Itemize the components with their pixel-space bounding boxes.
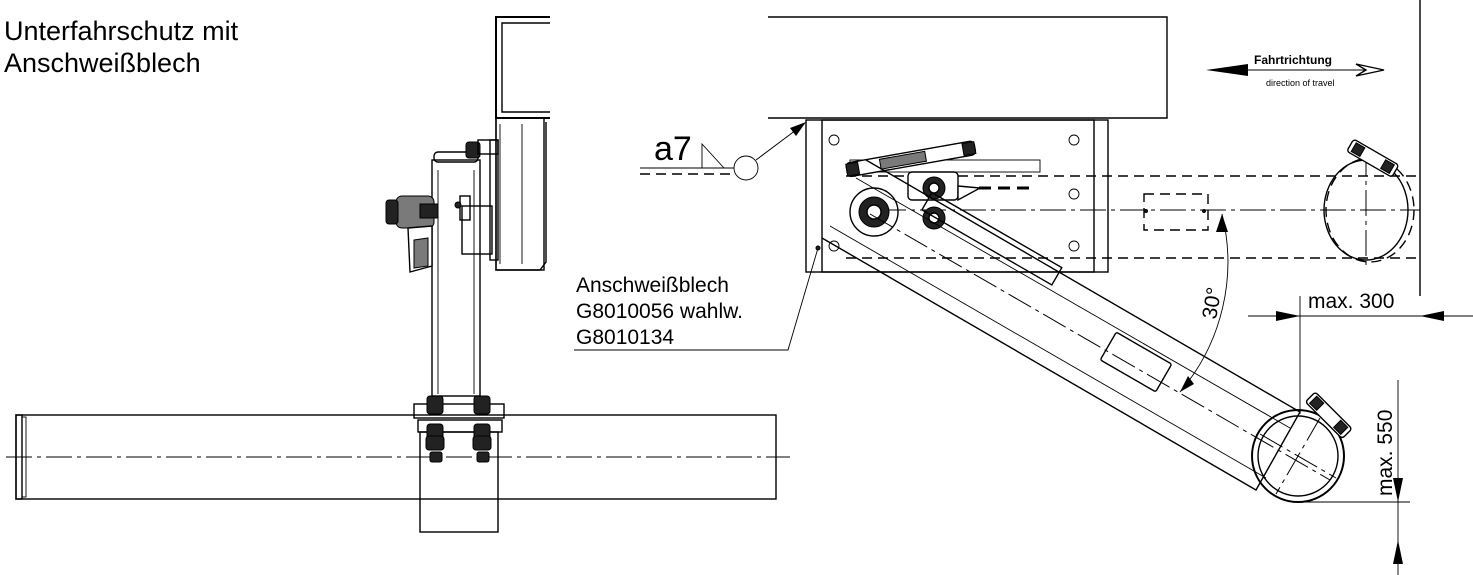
weld-symbol-label: a7 — [654, 130, 692, 168]
drawing-title-line-2: Anschweißblech — [4, 48, 201, 78]
swung-arm — [821, 159, 1331, 491]
side-view-frame-channel — [495, 16, 550, 119]
callout-leader — [574, 247, 819, 351]
drawing-title-line-1: Unterfahrschutz mit — [4, 16, 239, 46]
retracted-clamp-screw — [1347, 139, 1399, 177]
swung-arm-slot — [1100, 332, 1172, 392]
travel-label-de: Fahrtrichtung — [1254, 53, 1332, 67]
side-view-mounting-plate — [495, 117, 545, 271]
angle-dimension-label: 30° — [1198, 286, 1226, 321]
weld-symbol: a7 — [640, 122, 806, 181]
vertical-dimension-label: max. 550 — [1374, 410, 1397, 496]
top-view: 30° max. 300 max. 550 a7 Anschweißblech … — [574, 0, 1473, 575]
callout-line-1: Anschweißblech — [576, 274, 729, 297]
side-view-top-fitting — [465, 141, 481, 159]
swung-lever — [920, 191, 1063, 286]
callout-line-3: G8010134 — [576, 326, 674, 349]
side-view-valve — [385, 195, 439, 273]
travel-direction-arrow: Fahrtrichtung direction of travel — [1206, 53, 1385, 88]
hidden-slot — [1143, 193, 1209, 231]
horizontal-dimension-label: max. 300 — [1308, 290, 1394, 313]
vehicle-frame-outline — [768, 16, 1168, 119]
swung-arm-centerline — [869, 213, 1331, 481]
travel-label-en: direction of travel — [1266, 78, 1335, 88]
angle-dimension-arc — [1179, 213, 1229, 393]
side-view-vertical-arm — [431, 159, 481, 397]
locking-mechanism — [907, 171, 983, 230]
swung-clamp-screw — [1305, 392, 1352, 439]
side-view-clamp-bolts — [425, 395, 492, 463]
side-view — [6, 16, 790, 533]
callout-line-2: G8010056 wahlw. — [576, 300, 743, 323]
